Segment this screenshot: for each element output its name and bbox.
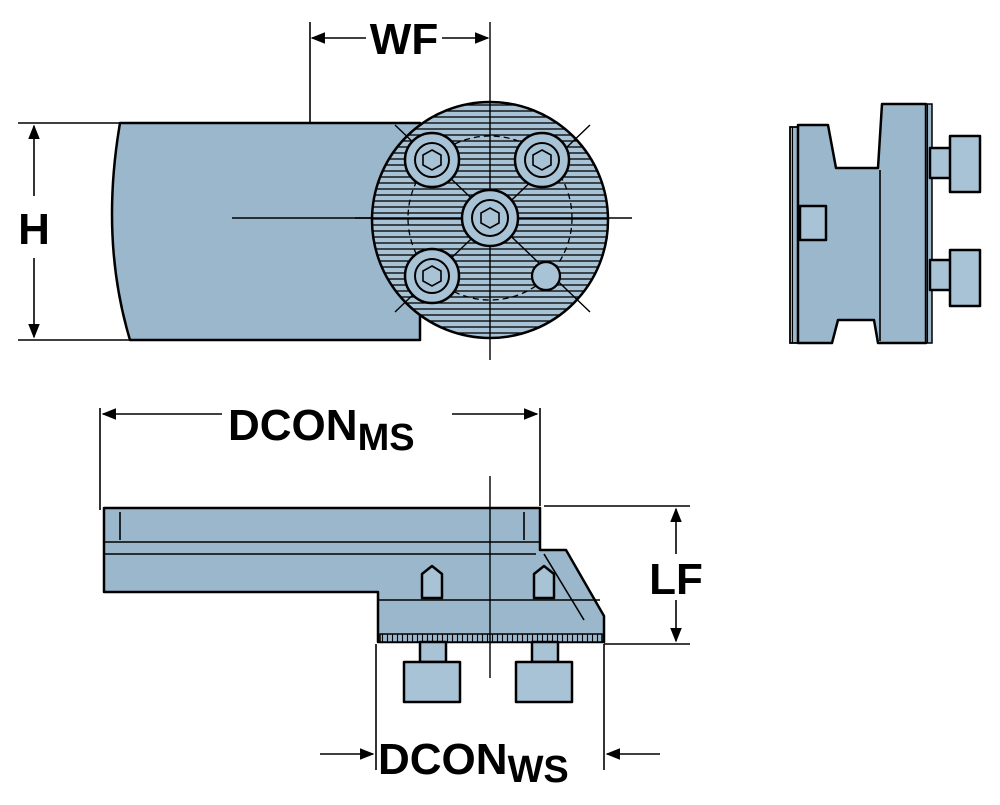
- dcon-ws-main: DCON: [378, 735, 508, 784]
- wf-label: WF: [370, 15, 438, 64]
- front-view: [102, 476, 606, 704]
- svg-text:DCONWS: DCONWS: [378, 735, 569, 791]
- side-bolt-bottom: [928, 258, 954, 292]
- dcon-ws-sub: WS: [508, 749, 569, 791]
- svg-text:DCONMS: DCONMS: [228, 401, 415, 459]
- screw-center: [460, 188, 520, 248]
- lf-label: LF: [649, 555, 703, 604]
- dcon-ws-dimension: DCONWS: [320, 644, 660, 791]
- h-dimension: H: [18, 122, 130, 341]
- front-bolt-right: [530, 640, 560, 664]
- wf-dimension: WF: [309, 15, 490, 123]
- h-label: H: [18, 205, 50, 254]
- lf-dimension: LF: [544, 505, 703, 645]
- screw-top-left: [403, 131, 461, 189]
- dcon-ms-dimension: DCONMS: [99, 401, 541, 510]
- screw-top-right: [513, 131, 571, 189]
- pin-hole: [530, 260, 562, 292]
- screw-bottom-left: [403, 247, 461, 305]
- side-view: [789, 102, 982, 345]
- dcon-ms-sub: MS: [358, 417, 415, 459]
- front-bolt-left: [418, 640, 448, 664]
- top-view: [110, 22, 632, 360]
- dcon-ms-main: DCON: [228, 401, 358, 450]
- side-bolt-top: [928, 146, 954, 180]
